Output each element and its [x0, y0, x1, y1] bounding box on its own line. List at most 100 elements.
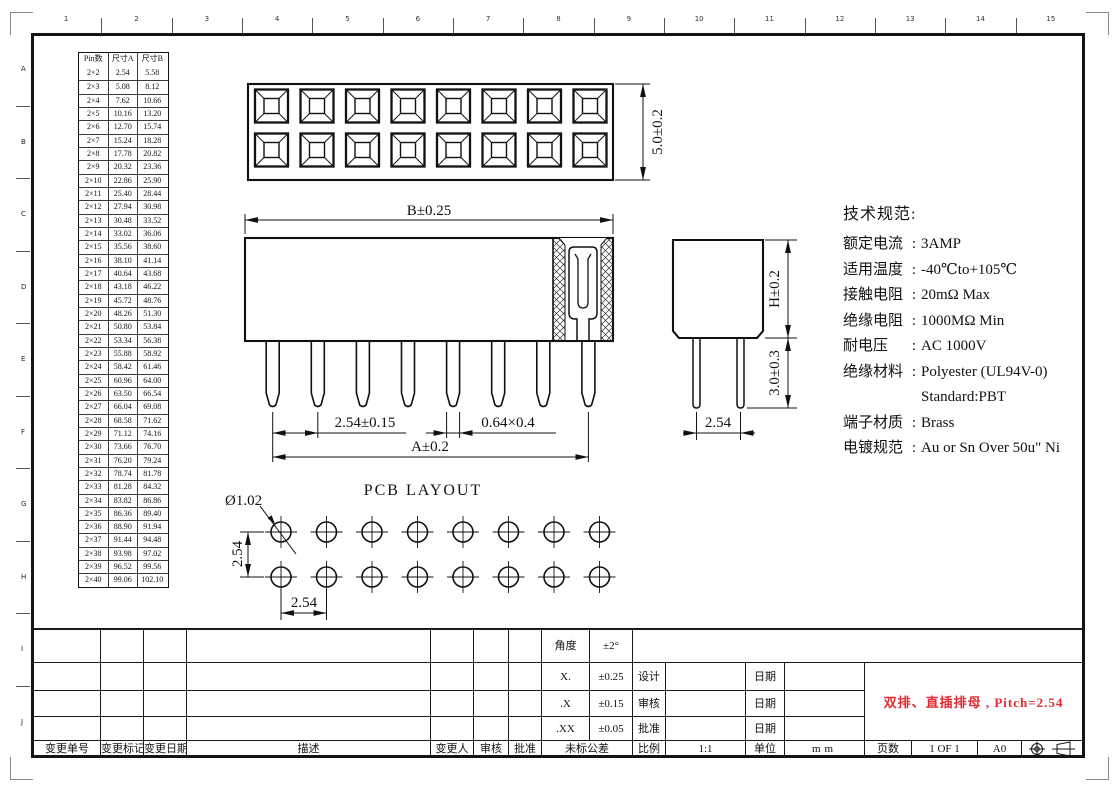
ruler-tick: [734, 18, 736, 33]
signoff-design-label: 设计: [632, 662, 665, 690]
socket: [481, 132, 517, 168]
table-cell: 33.52: [137, 214, 167, 227]
empty-strip: [632, 630, 1082, 662]
table-cell: 2×26: [84, 388, 102, 398]
table-cell: 43.68: [137, 267, 167, 281]
table-cell: 84.32: [137, 481, 167, 494]
table-cell: 2×34: [84, 495, 102, 505]
table-cell: 27.94: [107, 201, 138, 214]
table-cell: 28.44: [137, 187, 167, 201]
bottom-label-description: 描述: [186, 740, 430, 757]
table-cell: 2×36: [84, 522, 102, 532]
spec-label: 端子材质: [843, 414, 904, 431]
table-cell: 2×2: [86, 68, 100, 77]
pin: [490, 340, 506, 408]
side-pins: [692, 337, 745, 409]
socket: [572, 88, 608, 124]
table-cell: 22.86: [107, 174, 138, 187]
contact-terminal: [568, 246, 598, 342]
pcb-hole: [356, 561, 388, 593]
table-cell: 2×23: [84, 348, 102, 358]
ruler-letter: C: [21, 210, 26, 219]
table-cell: 2×20: [84, 308, 102, 318]
table-cell: 73.66: [107, 441, 138, 454]
table-cell: 2×17: [84, 268, 102, 278]
tol-angle-value: ±2°: [589, 630, 632, 662]
socket: [481, 88, 517, 124]
ruler-number: 4: [274, 15, 280, 23]
table-cell: 99.56: [137, 561, 167, 574]
table-cell: 2×31: [84, 455, 102, 465]
signoff-date-label: 日期: [745, 690, 784, 716]
side-view-body: [671, 238, 765, 340]
ruler-tick: [312, 18, 314, 33]
tol-key: .XX: [541, 716, 589, 740]
socket: [526, 132, 563, 168]
spec-line: 电镀规范:Au or Sn Over 50u" Ni: [843, 436, 1095, 462]
dim-label-A: A±0.2: [411, 439, 449, 455]
front-view: B±0.25 2.54±0.15: [243, 203, 615, 462]
ruler-number: 11: [765, 15, 774, 23]
table-cell: 23.36: [137, 161, 167, 174]
grid-line: [34, 716, 541, 717]
ruler-letter: H: [21, 572, 27, 581]
dim-label-B: B±0.25: [407, 203, 452, 219]
table-cell: 76.70: [137, 441, 167, 454]
table-cell: 2×7: [86, 135, 100, 145]
spec-value: 3AMP: [921, 236, 962, 252]
signoff-date-label: 日期: [745, 662, 784, 690]
front-dim-A: A±0.2: [272, 412, 589, 462]
pin: [355, 340, 371, 408]
ruler-tick: [16, 540, 30, 542]
spec-colon: :: [911, 414, 917, 431]
ruler-number: 12: [835, 15, 845, 23]
table-cell: 13.20: [137, 107, 167, 121]
table-cell: 2×9: [86, 162, 100, 172]
pcb-hole-dia-callout: Ø1.02: [225, 493, 297, 555]
ruler-number: 14: [976, 15, 985, 23]
ruler-tick: [16, 685, 30, 687]
table-cell: 2×8: [86, 148, 100, 158]
table-cell: 25.40: [107, 187, 138, 201]
ruler-tick: [523, 18, 525, 33]
changelog-cell: [143, 630, 186, 740]
ruler-number: 10: [694, 15, 704, 23]
ruler-tick: [945, 18, 947, 33]
socket: [435, 132, 472, 168]
table-cell: 2×12: [84, 202, 102, 212]
table-cell: 60.96: [107, 374, 138, 387]
pin: [581, 340, 596, 408]
side-dim-pin-length: 3.0±0.3: [747, 338, 797, 409]
bottom-label-review: 审核: [473, 740, 508, 757]
bottom-label-approve: 批准: [508, 740, 541, 757]
table-cell: 61.46: [137, 361, 167, 374]
dim-label-hole-dia: Ø1.02: [225, 493, 262, 509]
ruler-tick: [16, 468, 30, 469]
pcb-hole: [401, 516, 434, 548]
table-cell: 89.40: [137, 507, 167, 521]
ruler-number: 2: [134, 15, 139, 23]
ruler-tick: [16, 395, 30, 397]
table-cell: 97.02: [137, 547, 167, 561]
signoff-date-value: [784, 716, 864, 740]
table-cell: 58.42: [107, 361, 138, 374]
ruler-letter: F: [21, 427, 26, 436]
scale-label: 比例: [632, 740, 665, 757]
pcb-hole: [447, 516, 479, 548]
ruler-tick: [171, 18, 173, 33]
ruler-number: 5: [345, 15, 350, 23]
table-cell: 2×22: [84, 335, 102, 345]
table-cell: 30.98: [137, 201, 167, 214]
spec-colon: :: [911, 338, 917, 354]
changelog-cell: [100, 630, 143, 740]
signoff-date-label: 日期: [745, 716, 784, 740]
table-cell: 2×27: [84, 402, 102, 412]
